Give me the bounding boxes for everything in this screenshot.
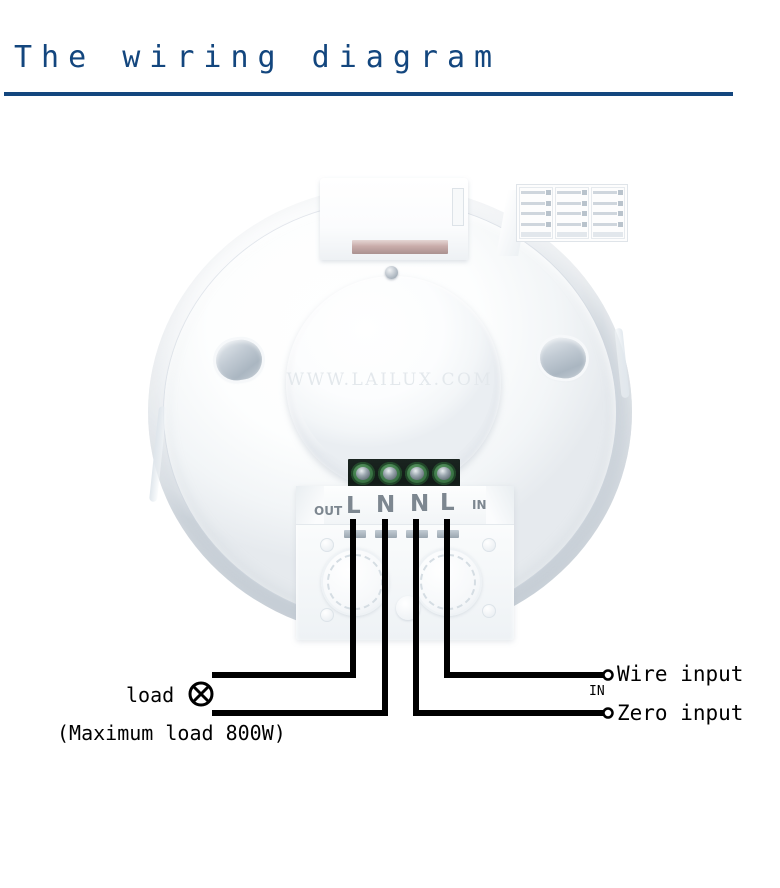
terminal-label-pin1: L (346, 493, 361, 519)
wiring-base-lip (296, 486, 514, 525)
dip-switch-label-plate (516, 184, 628, 242)
page-title: The wiring diagram (14, 40, 502, 75)
terminal-label-pin4: L (440, 490, 455, 516)
dip-column-1 (519, 187, 553, 239)
zero-input-terminal-dot (602, 707, 614, 719)
watermark-text: WWW.LAILUX.COM (286, 370, 494, 390)
input-group-label: IN (589, 684, 605, 699)
base-screw-3 (482, 604, 496, 618)
terminal-label-in: IN (472, 498, 487, 512)
cable-knockout-right (414, 548, 482, 616)
terminal-slot-1 (344, 530, 366, 538)
dip-single-switch (452, 188, 464, 226)
green-terminal-block (348, 459, 460, 488)
terminal-screw-3 (405, 462, 429, 485)
zero-input-label: Zero input (617, 701, 744, 725)
terminal-screw-1 (351, 462, 375, 485)
base-screw-1 (320, 538, 334, 552)
cable-knockout-left (321, 548, 389, 616)
sensor-screw-top (385, 266, 398, 279)
dip-column-2 (555, 187, 589, 239)
maximum-load-note: (Maximum load 800W) (57, 721, 286, 745)
wiring-base-bevel-right (486, 486, 514, 524)
terminal-slot-4 (437, 530, 459, 538)
base-screw-4 (320, 608, 334, 622)
load-label: load (126, 683, 175, 707)
wire-input-label: Wire input (617, 662, 744, 686)
title-divider (4, 92, 733, 96)
base-screw-2 (482, 538, 496, 552)
terminal-label-pin2: N (376, 492, 396, 518)
sensor-lens-slot (352, 240, 448, 254)
load-lamp-icon (188, 681, 214, 707)
sensor-center-dome (294, 278, 494, 476)
wire-input-terminal-dot (602, 669, 614, 681)
wiring-base-bevel-left (296, 486, 324, 524)
ceiling-motion-sensor-device: WWW.LAILUX.COM (148, 178, 632, 640)
terminal-screw-2 (378, 462, 402, 485)
terminal-screw-4 (432, 462, 456, 485)
terminal-label-out: OUT (314, 504, 343, 518)
terminal-slot-3 (406, 530, 428, 538)
terminal-label-pin3: N (410, 491, 430, 517)
terminal-slot-2 (375, 530, 397, 538)
cable-knockout-small (396, 596, 420, 620)
dip-column-3 (591, 187, 625, 239)
